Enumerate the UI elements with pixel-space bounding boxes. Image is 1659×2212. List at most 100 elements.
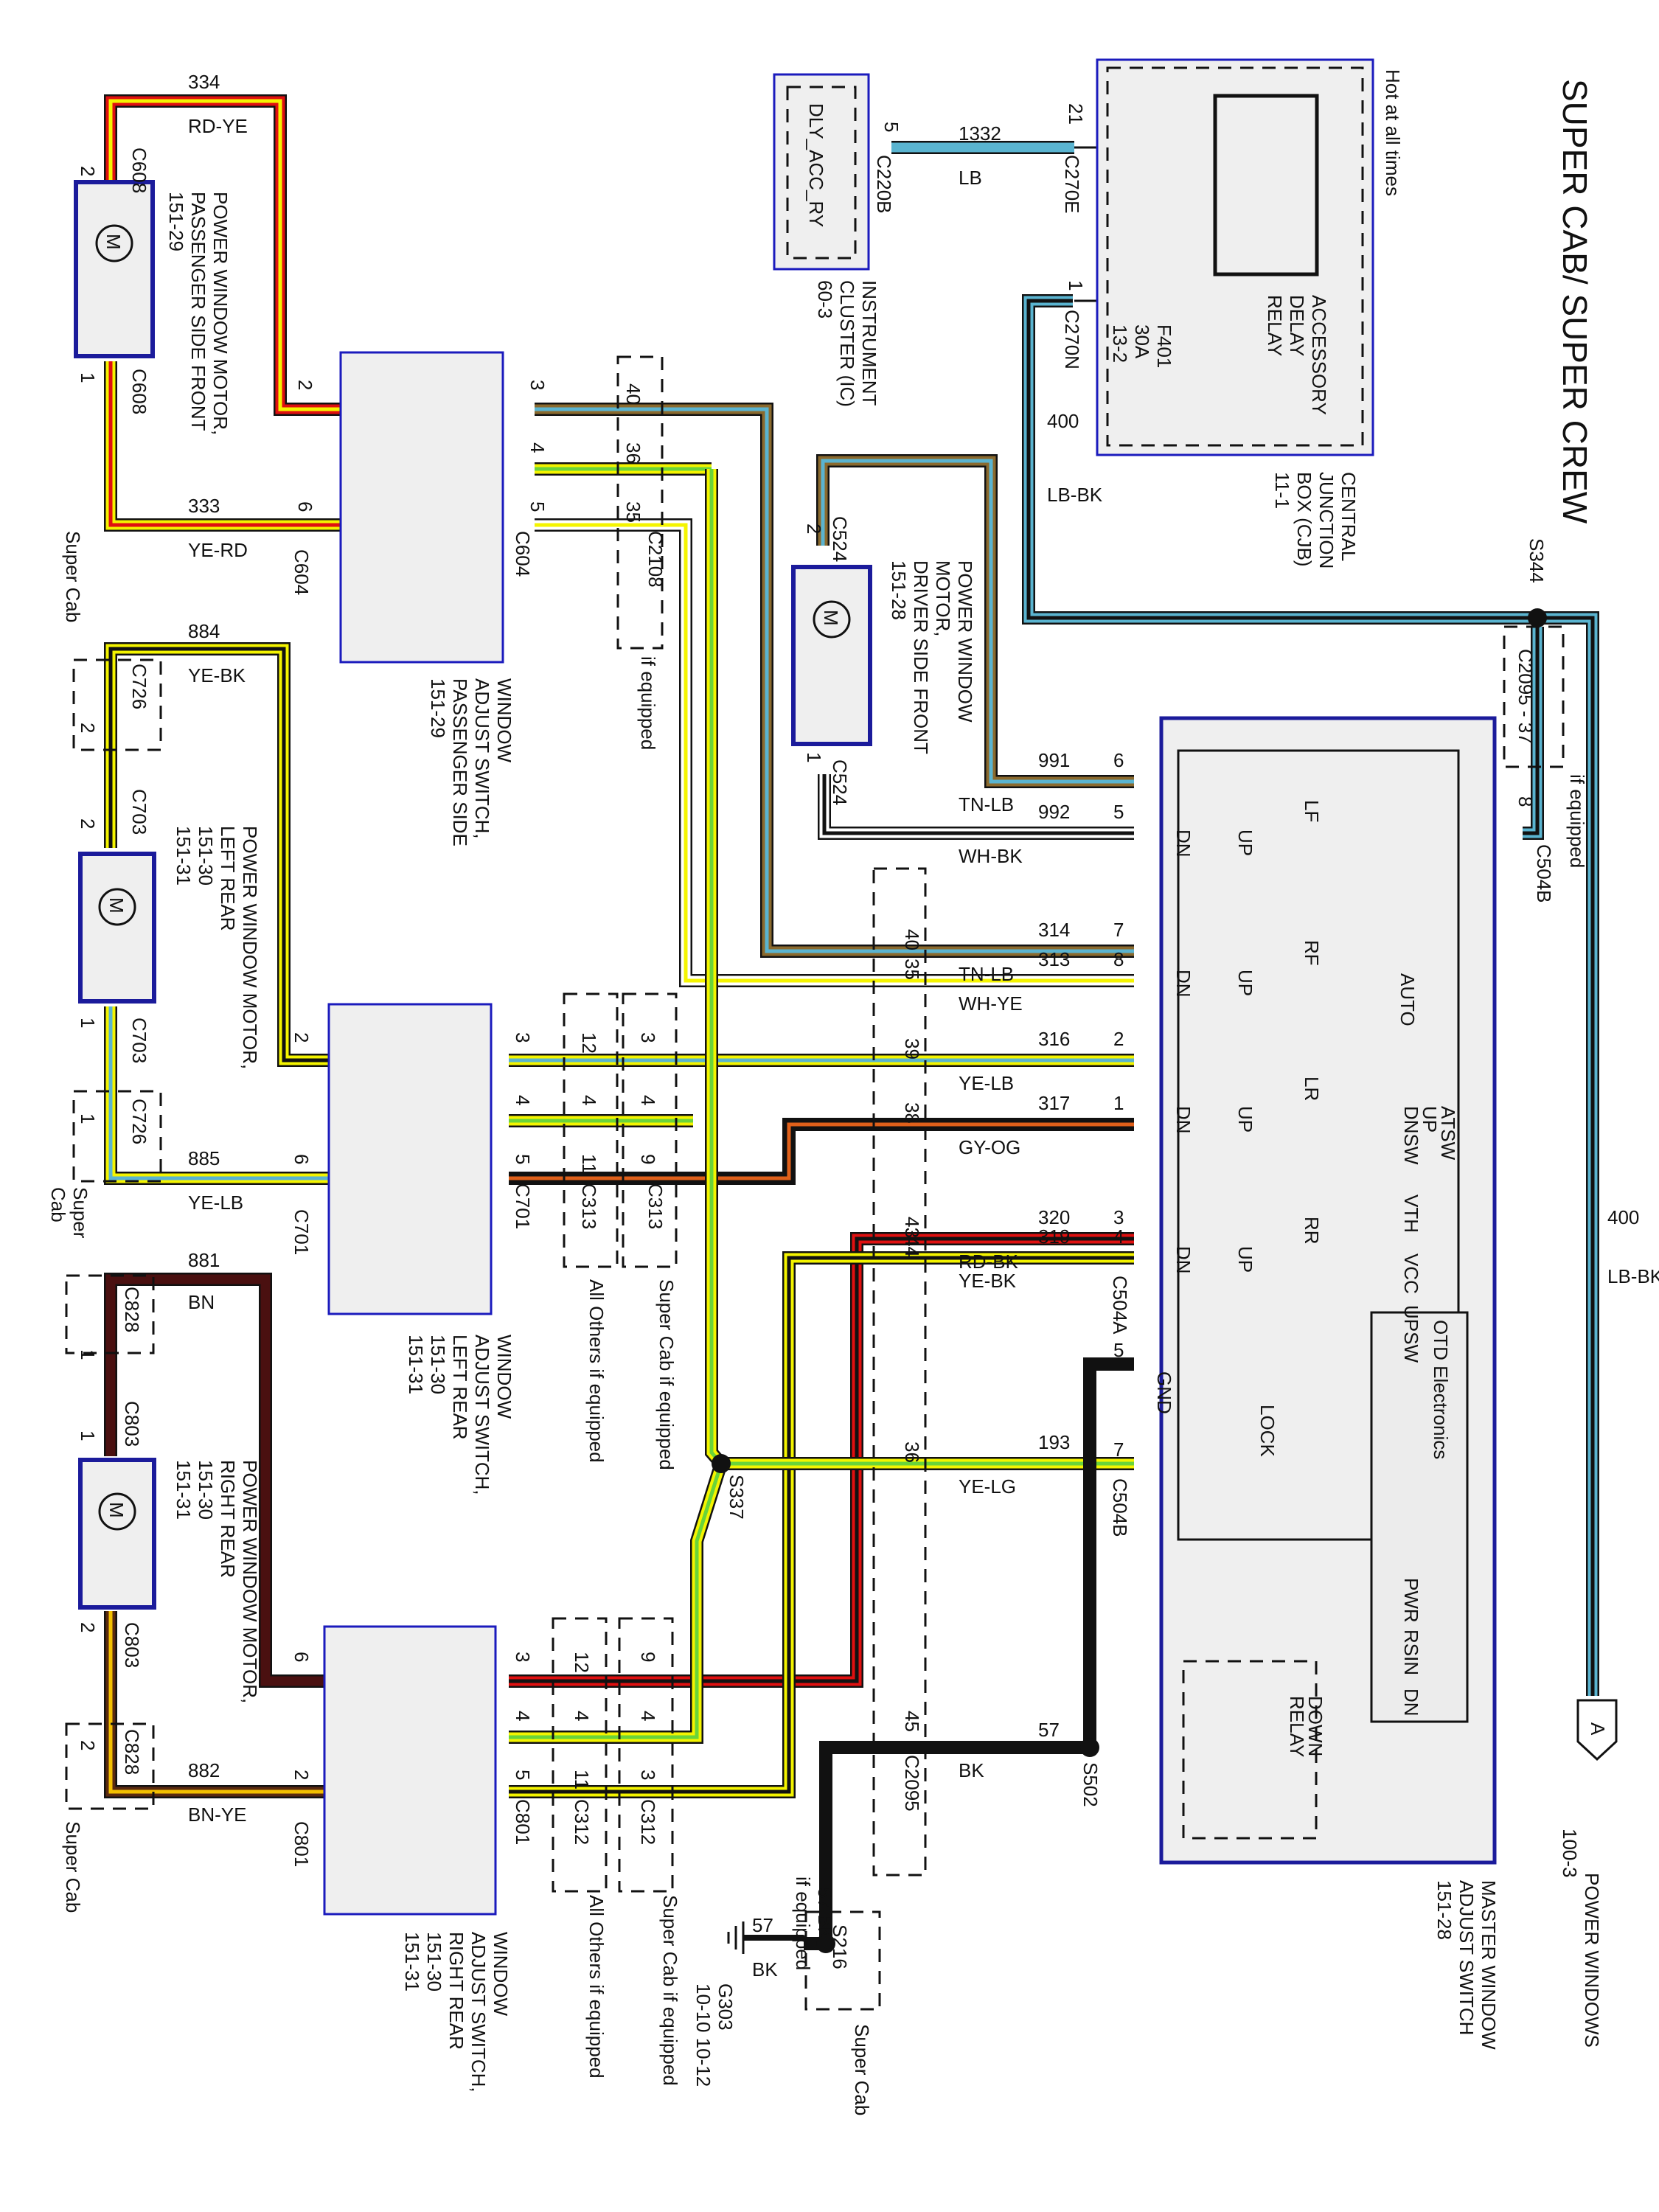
- c312a-dashed: [552, 1617, 608, 1893]
- wire-label: BN: [188, 1291, 215, 1313]
- switch-right-rear-box: [323, 1625, 497, 1916]
- motor-icon: M: [98, 888, 136, 926]
- master-internal-label: VTH: [1400, 1194, 1422, 1233]
- super-cab-if-note: Super Cab if equipped: [655, 1279, 678, 1470]
- wire-881: [104, 1273, 324, 1688]
- super-cab-if-note: Super Cab if equipped: [659, 1895, 681, 2086]
- pin-label: 3: [512, 1032, 534, 1043]
- pin-label: 5: [526, 501, 549, 512]
- wire-882: [104, 1611, 324, 1798]
- ic-label: CLUSTER (IC): [836, 280, 858, 407]
- c2095-cavity: 39: [901, 1038, 923, 1060]
- circuit-number: 316: [1038, 1028, 1070, 1050]
- hot-at-all-times-label: Hot at all times: [1382, 69, 1404, 196]
- master-internal-label: GND: [1153, 1371, 1175, 1414]
- switch-left-rear-label: ADJUST SWITCH,: [471, 1335, 493, 1495]
- pin-number: 3: [1113, 1206, 1124, 1228]
- connector-label: C2095: [901, 1755, 923, 1812]
- wire-label: 881: [188, 1249, 220, 1271]
- ic-label: 60-3: [814, 280, 836, 319]
- pin-label: 4: [526, 442, 549, 453]
- wire-color-label: RD-BK: [959, 1251, 1019, 1273]
- wire-992: [818, 774, 1134, 840]
- master-internal-label: RELAY: [1286, 1696, 1308, 1757]
- c2095-cavity: 36: [901, 1441, 923, 1463]
- circuit-number: 319: [1038, 1225, 1070, 1248]
- pin-label: 5: [512, 1154, 534, 1164]
- splice-label: S344: [1526, 538, 1548, 583]
- pin-number: 2: [1113, 1028, 1124, 1050]
- master-internal-label: RSIN: [1400, 1630, 1422, 1675]
- motor-driver-label: 151-28: [888, 560, 910, 620]
- connector-label: C608: [128, 147, 150, 193]
- pin-label: 2: [77, 1622, 99, 1632]
- relay-label: DELAY: [1286, 295, 1308, 356]
- wire-color-label: WH-BK: [959, 845, 1023, 867]
- c828-top-dashed: [65, 1274, 155, 1354]
- splice-s216: [816, 1934, 835, 1953]
- connector-label: C726: [128, 664, 150, 709]
- c2095-cavity: 43: [901, 1217, 923, 1238]
- pin-label: 3: [637, 1770, 659, 1780]
- pin-label: 11: [578, 1154, 600, 1174]
- wire-label: YE-LB: [188, 1192, 243, 1214]
- wire-319: [509, 1251, 1134, 1798]
- connector-label: C703: [128, 789, 150, 835]
- switch-up-label: UP: [1234, 1246, 1256, 1273]
- master-internal-label: DNSW: [1400, 1106, 1422, 1165]
- pin-number: 6: [1113, 749, 1124, 771]
- motor-left-rear-label: LEFT REAR: [217, 826, 239, 931]
- switch-up-label: UP: [1234, 970, 1256, 996]
- motor-driver-label: POWER WINDOW: [954, 560, 976, 723]
- motor-driver-label: DRIVER SIDE FRONT: [910, 560, 932, 754]
- pin-number: 1: [1113, 1092, 1124, 1114]
- pin-label: 40: [622, 383, 644, 405]
- master-internal-label: OTD Electronics: [1430, 1320, 1452, 1459]
- splice-label: S337: [726, 1475, 748, 1520]
- pin-label: 4: [578, 1095, 600, 1105]
- super-cab-note: Super Cab: [62, 1821, 84, 1913]
- c2095-cavity: 38: [901, 1102, 923, 1124]
- motor-right-rear-label: RIGHT REAR: [217, 1460, 239, 1578]
- motor-icon: M: [98, 1492, 136, 1531]
- wire-label: LB-BK: [1607, 1265, 1659, 1287]
- motor-pass-front-box: [74, 180, 155, 358]
- connector-label: C608: [128, 369, 150, 414]
- connector-label: C801: [512, 1799, 534, 1845]
- connector-a-arrow: [1576, 1699, 1618, 1761]
- pin-label: 3: [637, 1032, 659, 1043]
- c2108-dashed: [616, 355, 664, 650]
- motor-right-rear-label: 151-30: [195, 1460, 217, 1520]
- pin-number: 7: [1113, 1439, 1124, 1461]
- pin-label: 4: [512, 1711, 534, 1721]
- pin-number: 5: [1113, 801, 1124, 823]
- wire-991: [816, 454, 1134, 788]
- if-equipped-note: if equipped: [1566, 774, 1588, 868]
- connector-label: C2108: [644, 531, 667, 588]
- pin-label: 2: [803, 524, 825, 534]
- connector-a-label: A: [1587, 1722, 1609, 1736]
- pin-number: 8: [1113, 948, 1124, 970]
- connector-label: C313: [578, 1183, 600, 1229]
- wire-color-label: TN-LB: [959, 793, 1014, 815]
- pin-label: 12: [578, 1032, 600, 1054]
- motor-right-rear-label: POWER WINDOW MOTOR,: [239, 1460, 261, 1703]
- instrument-cluster-box: [773, 73, 870, 271]
- switch-pass-box: [339, 351, 504, 664]
- cjb-label: JUNCTION: [1315, 472, 1338, 568]
- pin-label: BK: [752, 1958, 778, 1980]
- master-internal-label: AUTO: [1397, 973, 1419, 1026]
- wire-color-label: TN-LB: [959, 963, 1014, 985]
- c2095-cavity: 44: [901, 1236, 923, 1257]
- pin-label: 8: [1514, 796, 1537, 807]
- wire-label: RD-YE: [188, 115, 248, 137]
- switch-dn-label: DN: [1172, 830, 1194, 858]
- pin-label: 6: [294, 501, 316, 512]
- page-title: SUPER CAB/ SUPER CREW: [1556, 79, 1594, 524]
- pin-label: 1: [77, 1018, 99, 1028]
- wire-400: [1022, 294, 1599, 1696]
- pin-label: 35: [622, 501, 644, 523]
- wire-color-label: YE-LB: [959, 1072, 1014, 1094]
- svg-text:M: M: [820, 610, 842, 626]
